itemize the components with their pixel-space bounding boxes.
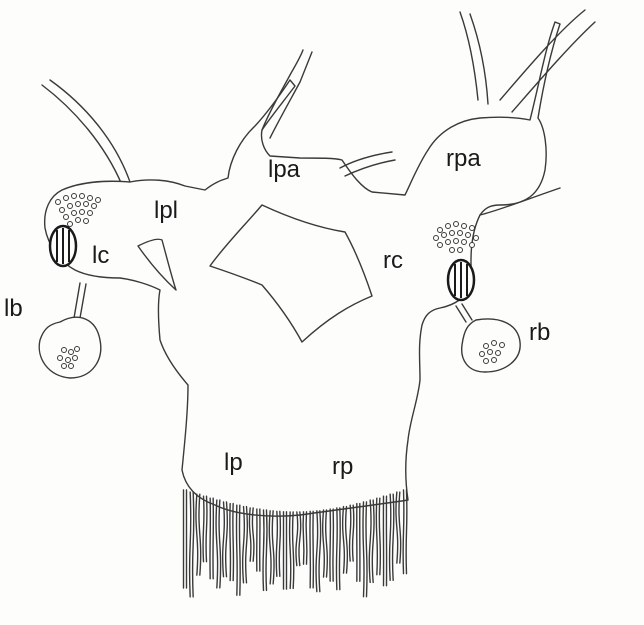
tentacle <box>196 494 198 575</box>
tentacle <box>366 502 367 597</box>
tentacle <box>330 509 331 581</box>
label-lpl: lpl <box>154 197 178 224</box>
label-lb: lb <box>4 295 23 322</box>
tentacle <box>269 511 271 584</box>
tentacle <box>363 502 364 597</box>
tentacle <box>406 490 407 574</box>
label-rc: rc <box>383 247 403 274</box>
tentacle <box>296 512 298 566</box>
right-striped-oval <box>448 260 474 300</box>
tentacle <box>346 507 348 573</box>
tentacle <box>206 496 207 561</box>
tentacle <box>303 512 304 564</box>
tentacle <box>352 505 353 561</box>
tentacle <box>246 507 248 583</box>
tentacle <box>226 502 228 577</box>
tentacle <box>193 492 194 597</box>
tentacle <box>289 512 290 588</box>
tentacle <box>252 508 253 561</box>
tentacle <box>236 505 237 595</box>
tentacle <box>379 498 380 574</box>
tentacle <box>203 496 204 561</box>
tentacle <box>266 510 267 590</box>
label-rb: rb <box>529 319 550 346</box>
tentacle <box>233 504 234 581</box>
tentacle <box>190 492 191 597</box>
tentacle <box>392 494 393 580</box>
tentacle <box>339 508 340 590</box>
tentacle <box>403 490 404 574</box>
tentacle <box>219 500 221 588</box>
tentacle <box>216 500 218 588</box>
tentacle <box>223 502 225 577</box>
tentacle <box>199 494 201 575</box>
tentacle <box>319 511 321 592</box>
rpa-vessels <box>460 10 595 112</box>
tentacle <box>306 512 307 564</box>
tentacle <box>249 508 250 561</box>
tentacle <box>333 509 334 581</box>
tentacle <box>336 508 337 590</box>
right-bulb <box>456 304 520 372</box>
tentacle <box>263 510 264 590</box>
tentacle <box>372 500 374 582</box>
tentacle <box>323 510 325 577</box>
tentacle <box>299 512 301 566</box>
tentacle <box>343 507 345 573</box>
tentacle <box>326 510 328 577</box>
label-lc: lc <box>92 242 109 269</box>
left-upper-vessel <box>42 80 130 185</box>
tentacle <box>272 511 274 584</box>
tentacle <box>396 492 398 563</box>
tentacle <box>399 492 401 563</box>
tentacle <box>349 505 350 561</box>
tentacle <box>316 511 318 592</box>
left-striped-oval <box>50 226 76 266</box>
label-lp: lp <box>224 449 243 476</box>
label-rp: rp <box>332 453 353 480</box>
tentacle <box>239 505 240 595</box>
tentacle <box>279 511 280 576</box>
tentacle <box>389 494 390 580</box>
tentacle <box>376 498 377 574</box>
main-body-outline <box>45 22 560 516</box>
tentacle <box>276 511 277 576</box>
tentacle <box>292 512 293 588</box>
left-bulb <box>39 283 101 378</box>
tentacle <box>369 500 371 582</box>
tentacle <box>243 507 245 583</box>
label-rpa: rpa <box>446 145 481 172</box>
label-lpa: lpa <box>268 156 301 183</box>
tentacle <box>230 504 231 581</box>
